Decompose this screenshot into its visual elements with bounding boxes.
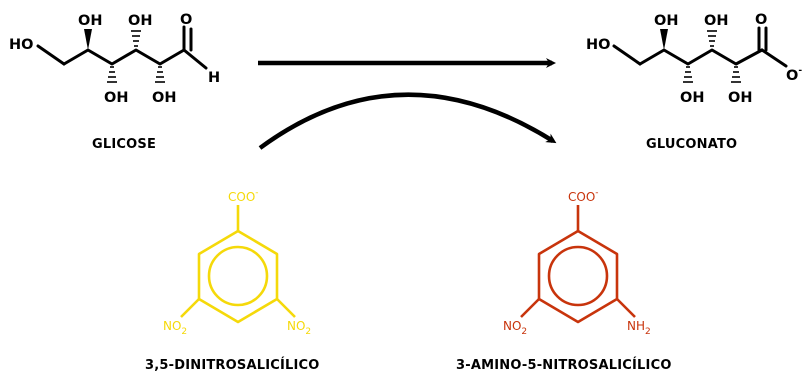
gluconate-structure xyxy=(612,26,788,68)
glucose-wedge-c5 xyxy=(84,29,92,50)
gluconate-bond-ho-c6 xyxy=(612,44,642,66)
glucose-carbon-chain xyxy=(62,48,186,66)
dns-name-label: 3,5-DINITROSALICÍLICO xyxy=(145,357,320,373)
glucose-c1-h-bond xyxy=(182,48,208,70)
dns-bond-no2-left xyxy=(180,298,200,318)
gluconate-ho-label: HO xyxy=(586,37,610,53)
gluconate-carbon-chain xyxy=(638,48,764,66)
ans-no2-label: NO2 xyxy=(503,319,527,337)
gluconate-oh-top-2: OH xyxy=(704,13,728,29)
gluconate-hash-c2 xyxy=(731,66,741,83)
glucose-hash-c2 xyxy=(155,66,165,83)
gluconate-oh-bottom-2: OH xyxy=(728,90,752,106)
dns-coo-label: COO- xyxy=(228,188,259,204)
ans-structure xyxy=(520,205,636,324)
gluconate-c1-o-minus-bond xyxy=(760,48,788,68)
glucose-name-label: GLICOSE xyxy=(92,137,156,152)
gluconate-charge: - xyxy=(798,66,802,76)
glucose-hash-c4 xyxy=(107,66,117,83)
glucose-bond-ho-c6 xyxy=(36,44,66,66)
glucose-oh-bottom-2: OH xyxy=(152,90,176,106)
ans-name-label: 3-AMINO-5-NITROSALICÍLICO xyxy=(456,357,672,373)
dns-benzene-ring xyxy=(197,229,279,324)
ans-nh2-label: NH2 xyxy=(627,319,651,337)
dns-bond-no2-right xyxy=(276,298,296,318)
dns-no2-right-label: NO2 xyxy=(287,319,311,337)
gluconate-carbonyl-o: O xyxy=(755,12,767,28)
ans-bond-no2 xyxy=(520,298,540,318)
ans-benzene-ring xyxy=(537,229,619,324)
glucose-aldehyde-o: O xyxy=(180,12,192,28)
gluconate-carboxylate-o: O- xyxy=(786,66,802,84)
gluconate-wedge-c5 xyxy=(660,29,668,50)
ans-coo-label: COO- xyxy=(568,188,599,204)
glucose-ho-label: HO xyxy=(9,37,33,53)
dns-aromatic-circle xyxy=(207,245,269,307)
glucose-oh-top-1: OH xyxy=(78,13,102,29)
ans-aromatic-circle xyxy=(547,245,609,307)
dns-no2-left-label: NO2 xyxy=(163,319,187,337)
ans-bond-nh2 xyxy=(616,298,636,318)
glucose-oh-top-2: OH xyxy=(128,13,152,29)
glucose-hash-c3 xyxy=(131,30,141,47)
coupled-reaction-arrow xyxy=(258,92,557,150)
gluconate-hash-c3 xyxy=(707,30,717,47)
gluconate-name-label: GLUCONATO xyxy=(646,137,737,152)
glucose-oh-bottom-1: OH xyxy=(104,90,128,106)
gluconate-oh-bottom-1: OH xyxy=(680,90,704,106)
glucose-aldehyde-h: H xyxy=(208,70,220,86)
gluconate-oh-top-1: OH xyxy=(654,13,678,29)
gluconate-hash-c4 xyxy=(683,66,693,83)
glucose-structure xyxy=(36,25,208,70)
dns-structure xyxy=(180,205,296,324)
